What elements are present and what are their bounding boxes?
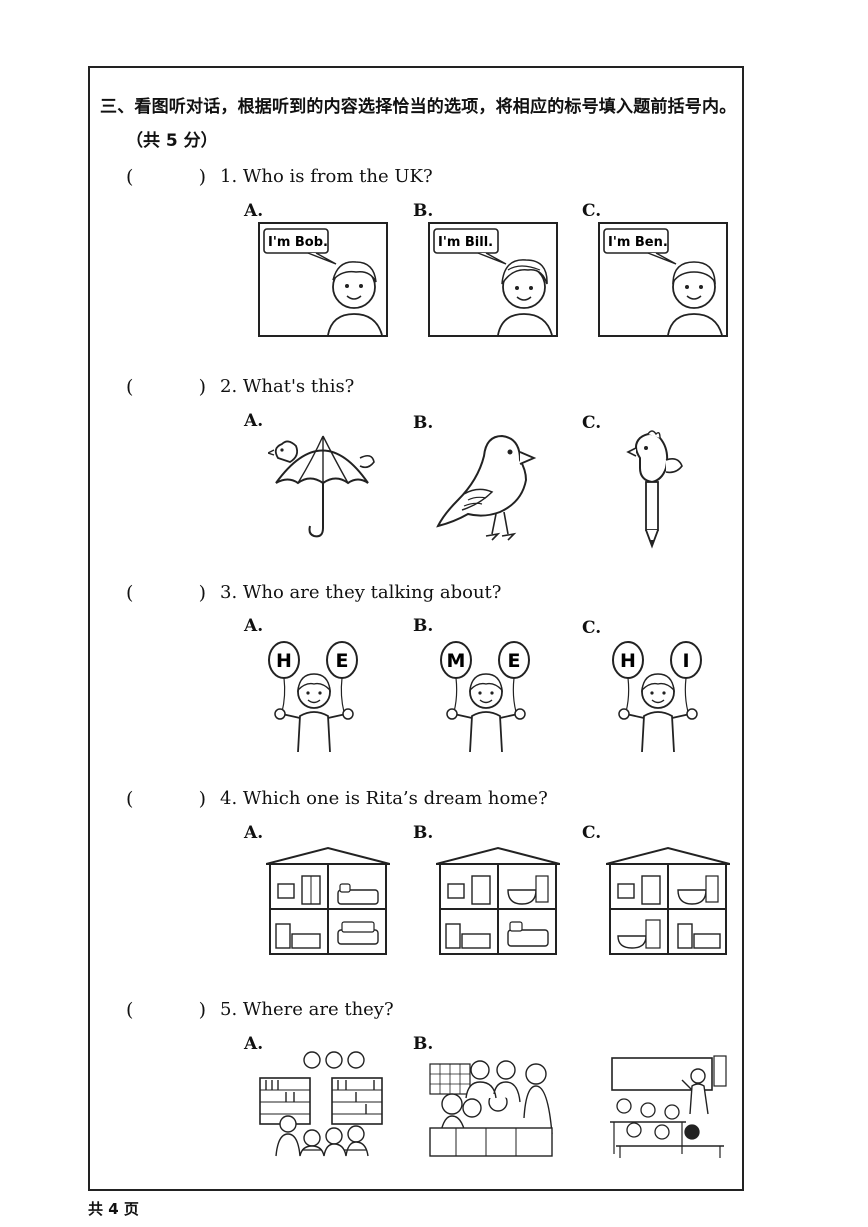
bird-pencil-icon[interactable]: [626, 428, 686, 550]
q2-option-c-label: C.: [582, 413, 602, 433]
umbrella-bird-icon[interactable]: [268, 428, 378, 543]
answer-blank-2[interactable]: (): [126, 376, 206, 398]
q1-option-a-image[interactable]: I'm Bob.: [258, 222, 388, 337]
question-4-text: 4. Which one is Rita’s dream home?: [220, 788, 548, 809]
q1-option-b-image[interactable]: I'm Bill.: [428, 222, 558, 337]
q4-option-b-label: B.: [413, 823, 434, 843]
q2-option-a-label: A.: [244, 411, 264, 431]
q4-option-a-house[interactable]: [266, 846, 390, 956]
svg-text:E: E: [336, 650, 349, 672]
svg-text:I: I: [682, 650, 689, 672]
svg-text:M: M: [447, 650, 466, 672]
q1-option-b-label: B.: [413, 201, 434, 221]
answer-blank-5[interactable]: (): [126, 999, 206, 1021]
shop-scene-image[interactable]: [426, 1058, 556, 1158]
q5-option-a-label: A.: [244, 1034, 264, 1054]
q3-option-b-label: B.: [413, 616, 434, 636]
section-score: （共 5 分）: [126, 131, 218, 151]
q4-option-c-house[interactable]: [606, 846, 730, 956]
q3-option-b-girl-balloons[interactable]: M E: [436, 640, 536, 758]
q3-option-a-label: A.: [244, 616, 264, 636]
library-scene-image[interactable]: [256, 1050, 386, 1160]
svg-text:H: H: [276, 650, 292, 672]
section-title: 三、看图听对话，根据听到的内容选择恰当的选项，将相应的标号填入题前括号内。: [100, 97, 737, 117]
q1-c-speech: I'm Ben.: [608, 235, 668, 250]
question-5-text: 5. Where are they?: [220, 999, 394, 1020]
q3-option-c-girl-balloons[interactable]: H I: [608, 640, 708, 758]
q4-option-a-label: A.: [244, 823, 264, 843]
q1-b-speech: I'm Bill.: [438, 235, 493, 250]
svg-text:H: H: [620, 650, 636, 672]
q4-option-b-house[interactable]: [436, 846, 560, 956]
q3-option-a-girl-balloons[interactable]: H E: [264, 640, 364, 758]
question-frame: [88, 66, 744, 1191]
q1-option-c-image[interactable]: I'm Ben.: [598, 222, 728, 337]
page-count: 共 4 页: [88, 1200, 139, 1218]
answer-blank-1[interactable]: (): [126, 166, 206, 188]
q3-option-c-label: C.: [582, 618, 602, 638]
q5-option-b-label: B.: [413, 1034, 434, 1054]
q1-option-a-label: A.: [244, 201, 264, 221]
question-3-text: 3. Who are they talking about?: [220, 582, 502, 603]
svg-text:E: E: [508, 650, 521, 672]
answer-blank-4[interactable]: (): [126, 788, 206, 810]
q1-option-c-label: C.: [582, 201, 602, 221]
question-2-text: 2. What's this?: [220, 376, 355, 397]
answer-blank-3[interactable]: (): [126, 582, 206, 604]
q1-a-speech: I'm Bob.: [268, 235, 328, 250]
bird-icon[interactable]: [434, 430, 554, 545]
q2-option-b-label: B.: [413, 413, 434, 433]
q4-option-c-label: C.: [582, 823, 602, 843]
classroom-scene-image[interactable]: [606, 1054, 730, 1158]
question-1-text: 1. Who is from the UK?: [220, 166, 433, 187]
